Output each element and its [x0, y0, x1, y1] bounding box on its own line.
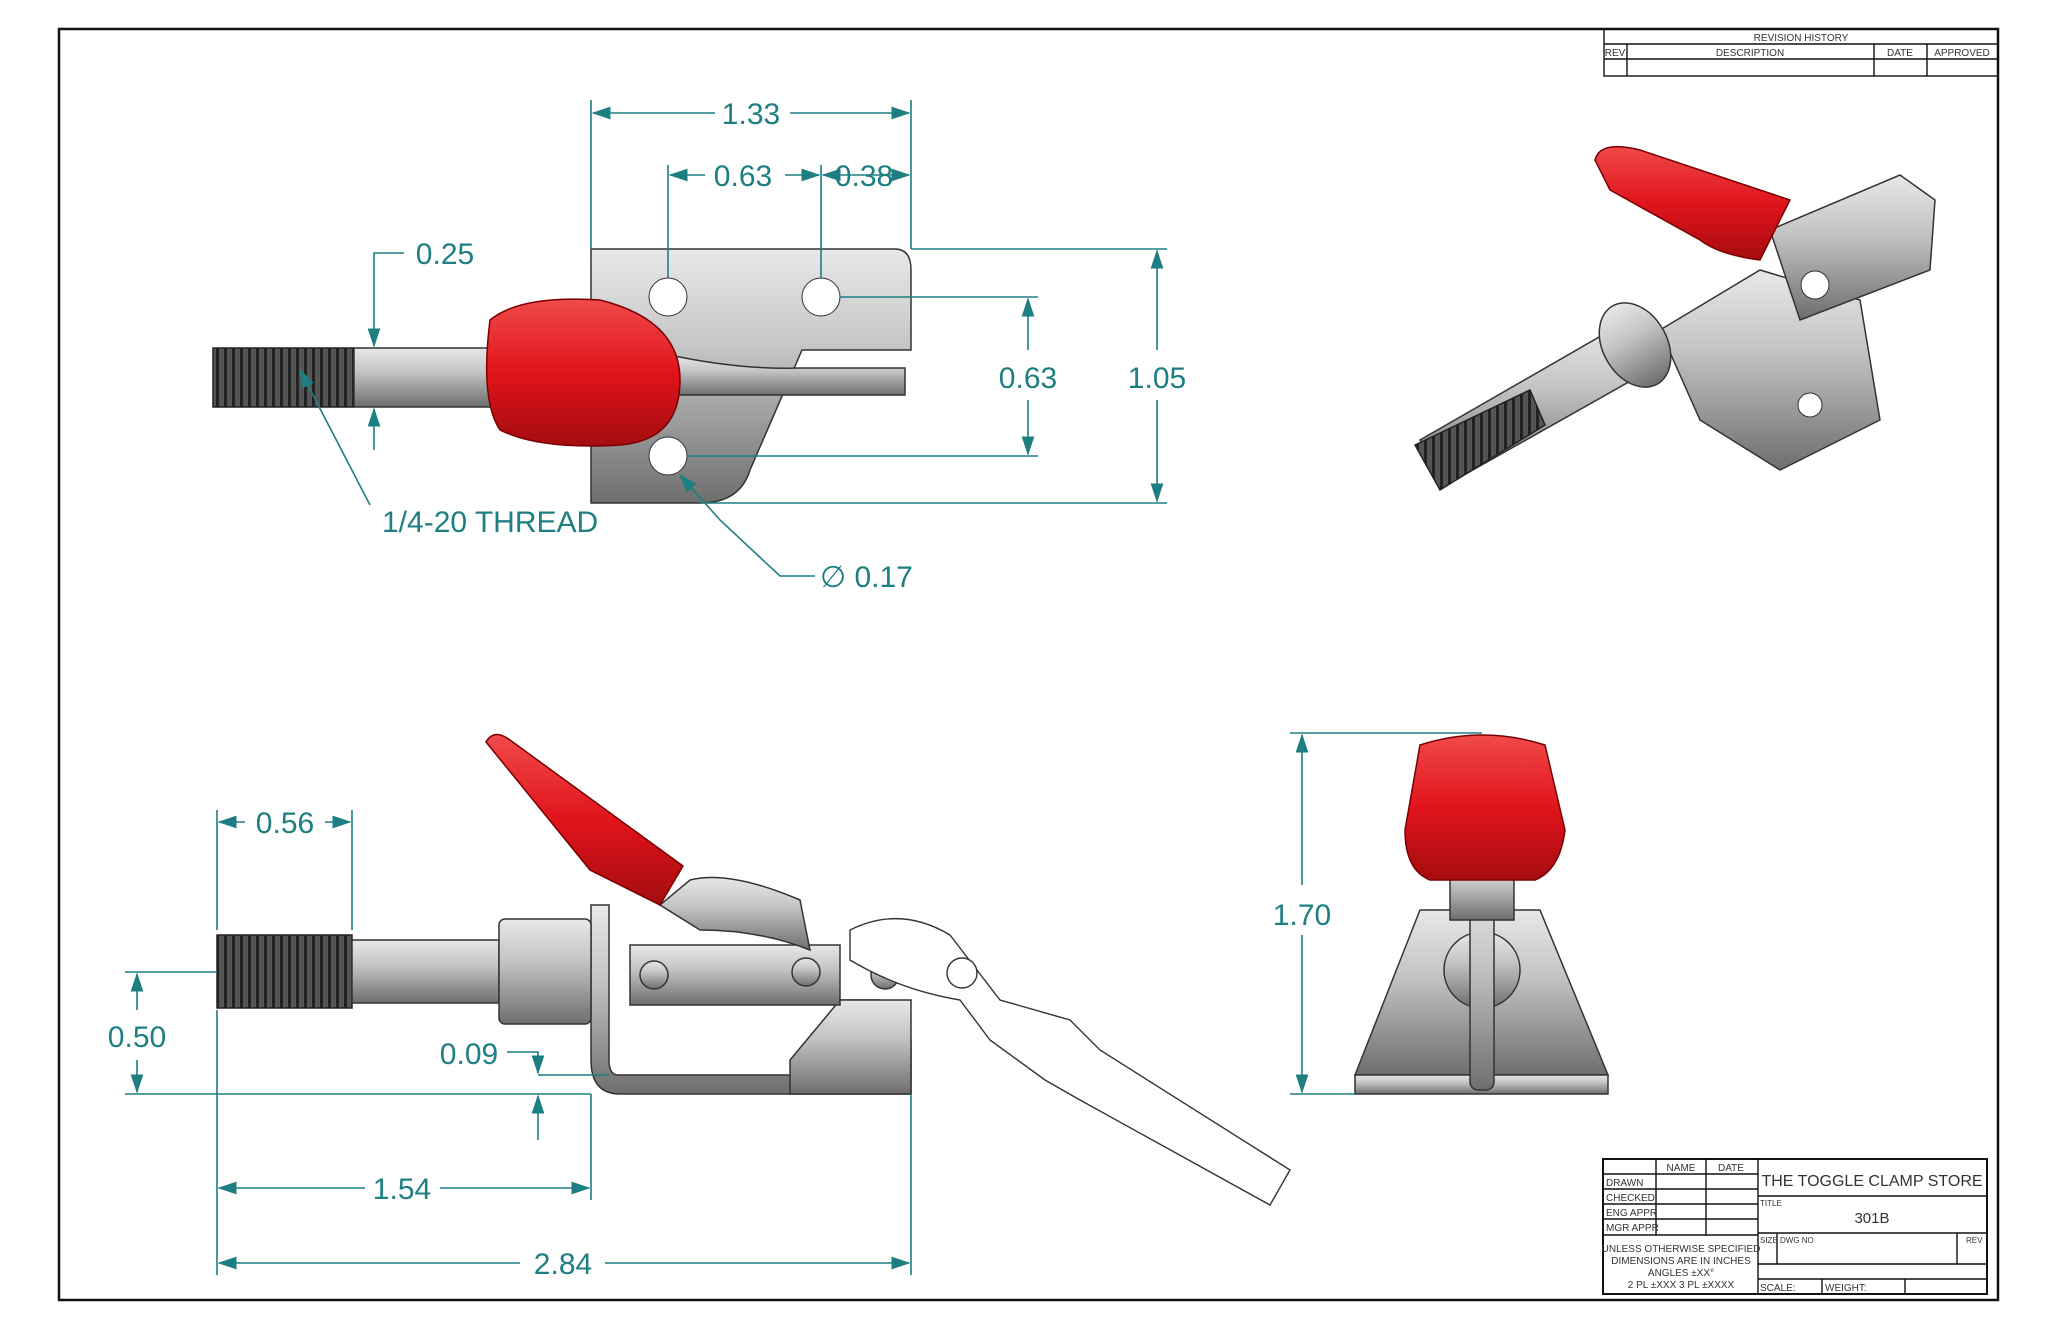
dim-shaft-to-plate: 1.54	[373, 1173, 431, 1206]
top-view-dimensions: 1.33 0.63 0.38 0.25 0.63 1.05 1/4-20 THR…	[299, 98, 1186, 594]
row-checked: CHECKED	[1606, 1193, 1655, 1204]
dim-hole-to-edge: 0.38	[835, 160, 893, 193]
side-collar	[498, 918, 592, 1025]
side-red-handle	[485, 733, 684, 906]
description-column-header: DESCRIPTION	[1716, 48, 1784, 59]
dim-hole-vertical-spacing: 0.63	[999, 362, 1057, 395]
date-column-header: DATE	[1718, 1163, 1744, 1174]
tolerance-note-line2: DIMENSIONS ARE IN INCHES	[1611, 1256, 1751, 1267]
dim-end-height: 1.70	[1273, 899, 1331, 932]
iso-base-plate	[1659, 269, 1881, 471]
mounting-hole	[648, 436, 688, 476]
linkage	[669, 354, 906, 396]
date-column-header: DATE	[1887, 48, 1913, 59]
isometric-view	[1413, 145, 1936, 492]
row-eng-appr: ENG APPR	[1606, 1208, 1657, 1219]
mounting-hole	[801, 277, 841, 317]
thread-callout: 1/4-20 THREAD	[382, 506, 598, 539]
dim-shaft-height: 0.50	[108, 1021, 166, 1054]
dwg-no-label: DWG NO	[1780, 1236, 1814, 1245]
tolerance-note-line3: ANGLES ±XX°	[1648, 1268, 1714, 1279]
tolerance-note-line1: UNLESS OTHERWISE SPECIFIED	[1602, 1244, 1761, 1255]
name-column-header: NAME	[1667, 1163, 1696, 1174]
size-label: SIZE	[1760, 1236, 1778, 1245]
iso-threaded-end	[1413, 388, 1546, 492]
company-name: THE TOGGLE CLAMP STORE	[1761, 1173, 1982, 1190]
title-label: TITLE	[1760, 1199, 1782, 1208]
threaded-end	[212, 347, 355, 408]
title-block: NAME DATE DRAWN CHECKED ENG APPR MGR APP…	[1602, 1158, 1988, 1295]
side-handle-arm	[658, 876, 812, 952]
row-drawn: DRAWN	[1606, 1178, 1643, 1189]
side-view	[216, 733, 1291, 1206]
side-shaft	[351, 939, 500, 1004]
dim-overall-length: 2.84	[534, 1248, 592, 1281]
weight-label: WEIGHT:	[1825, 1283, 1867, 1294]
red-handle-grip	[485, 298, 681, 447]
side-view-dimensions: 0.56 0.50 0.09 1.54 2.84	[108, 807, 912, 1281]
plunger-shaft	[353, 347, 495, 408]
side-threaded-end	[216, 934, 353, 1009]
iso-red-handle	[1594, 145, 1792, 261]
iso-toggle-body	[1769, 174, 1936, 321]
dim-plate-thickness: 0.09	[440, 1038, 498, 1071]
dim-overall-width: 1.33	[722, 98, 780, 131]
drawing-title: 301B	[1854, 1210, 1889, 1227]
row-mgr-appr: MGR APPR	[1606, 1223, 1659, 1234]
tolerance-note-line4: 2 PL ±XXX 3 PL ±XXXX	[1628, 1280, 1735, 1291]
mounting-hole	[648, 277, 688, 317]
end-view: 1.70	[1273, 732, 1610, 1095]
sheet-border	[57, 27, 2000, 1302]
approved-column-header: APPROVED	[1934, 48, 1990, 59]
dim-shaft-diameter: 0.25	[416, 238, 474, 271]
top-view	[212, 248, 912, 504]
dim-hole-spacing: 0.63	[714, 160, 772, 193]
end-red-handle	[1404, 734, 1566, 881]
revision-history-table: REVISION HISTORY REV DESCRIPTION DATE AP…	[1603, 28, 1999, 77]
dim-thread-length: 0.56	[256, 807, 314, 840]
scale-label: SCALE:	[1760, 1283, 1796, 1294]
rev-label: REV	[1966, 1236, 1983, 1245]
revision-history-title: REVISION HISTORY	[1754, 33, 1849, 44]
hole-diameter-callout: ∅ 0.17	[820, 561, 913, 594]
dim-plate-height: 1.05	[1128, 362, 1186, 395]
handle-open-position-outline	[849, 917, 1291, 1206]
rev-column-header: REV	[1605, 48, 1626, 59]
